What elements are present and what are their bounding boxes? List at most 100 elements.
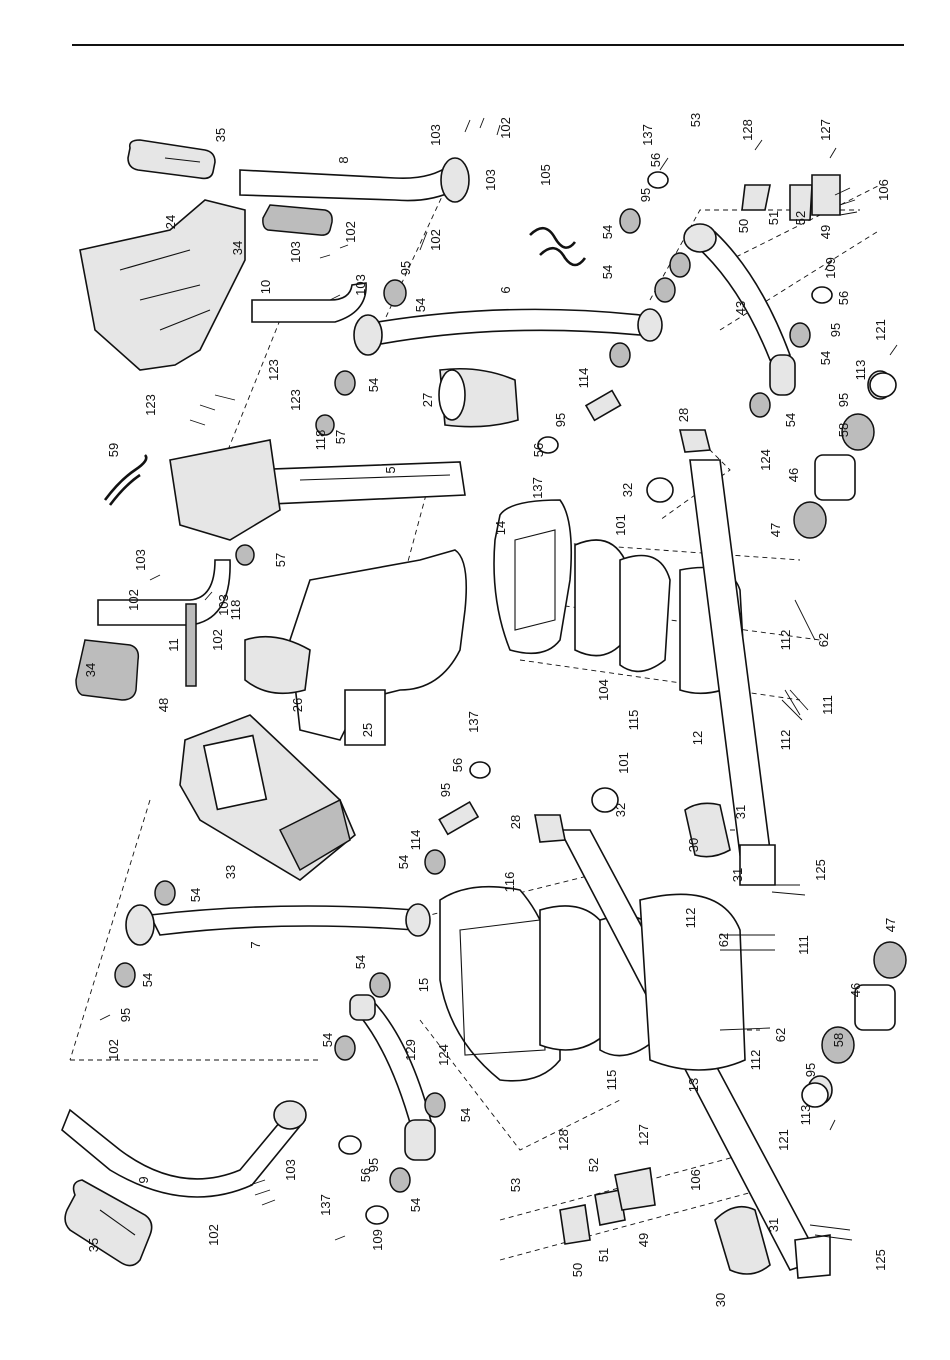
callout-129-107: 129	[403, 1039, 418, 1061]
part-48-axle	[185, 603, 197, 687]
callout-54-33: 54	[818, 351, 833, 365]
part-115-cover	[619, 554, 671, 673]
part-105-wire	[529, 226, 587, 267]
callout-28-85: 28	[508, 815, 523, 829]
callout-102-9: 102	[428, 229, 443, 251]
callout-121-34: 121	[873, 319, 888, 341]
callout-106-123: 106	[688, 1169, 703, 1191]
callout-24-5: 24	[163, 215, 178, 229]
callout-13-114: 13	[686, 1078, 701, 1092]
callout-51-24: 51	[766, 211, 781, 225]
part-28-cap-upper	[678, 429, 712, 453]
callout-52-122: 52	[586, 1158, 601, 1172]
part-26-ring	[244, 635, 311, 695]
part-26-25-frame-body	[289, 549, 468, 741]
callout-25-69: 25	[360, 723, 375, 737]
part-7-pedal-arm	[148, 905, 416, 936]
part-104-disc	[574, 539, 626, 657]
callout-109-127: 109	[370, 1229, 385, 1251]
callout-124-39: 124	[758, 449, 773, 471]
callout-53-124: 53	[508, 1178, 523, 1192]
callout-123-45: 123	[288, 389, 303, 411]
pedal-bracket-lower	[559, 1167, 656, 1245]
callout-137-78: 137	[466, 711, 481, 733]
callout-128-117: 128	[556, 1129, 571, 1151]
callout-105-14: 105	[538, 164, 553, 186]
callout-43-31: 43	[733, 301, 748, 315]
callout-112-105: 112	[748, 1050, 763, 1071]
part-6-pedal-arm	[358, 308, 641, 346]
callout-56-30: 56	[836, 291, 851, 305]
callout-28-55: 28	[676, 408, 691, 422]
callout-5-50: 5	[383, 466, 398, 473]
part-25-tube	[344, 689, 386, 746]
callout-46-40: 46	[786, 468, 801, 482]
callout-54-100: 54	[353, 955, 368, 969]
callout-32-84: 32	[613, 803, 628, 817]
callout-137-121: 137	[318, 1194, 333, 1216]
callout-115-110: 115	[604, 1070, 619, 1091]
callout-30-134: 30	[713, 1293, 728, 1307]
callout-49-26: 49	[818, 225, 833, 239]
part-24-shroud	[79, 199, 246, 371]
callout-102-60: 102	[126, 589, 141, 611]
part-11-arm	[97, 559, 231, 626]
callout-35-133: 35	[86, 1238, 101, 1252]
callout-27-49: 27	[420, 393, 435, 407]
part-5-bracket	[169, 439, 281, 541]
part-114-axle-lower	[438, 800, 480, 836]
callout-109-29: 109	[823, 257, 838, 279]
callout-95-93: 95	[118, 1008, 133, 1022]
callout-56-53: 56	[531, 443, 546, 457]
callout-114-51: 114	[576, 368, 591, 389]
callout-56-16: 56	[648, 153, 663, 167]
callout-57-47: 57	[333, 430, 348, 444]
callout-102-126: 102	[206, 1224, 221, 1246]
callout-12-76: 12	[690, 731, 705, 745]
callout-102-64: 102	[210, 629, 225, 651]
callout-103-59: 103	[133, 549, 148, 571]
callout-127-116: 127	[636, 1124, 651, 1146]
callout-102-3: 102	[498, 117, 513, 139]
callout-31-86: 31	[733, 805, 748, 819]
callout-58-38: 58	[836, 423, 851, 437]
callout-95-80: 95	[438, 783, 453, 797]
part-14-shroud	[493, 499, 572, 655]
callout-118-63: 118	[228, 600, 243, 621]
callout-127-21: 127	[818, 119, 833, 141]
callout-137-15: 137	[640, 124, 655, 146]
callout-137-54: 137	[530, 477, 545, 499]
callout-57-62: 57	[273, 553, 288, 567]
part-35-grip-lower	[64, 1179, 153, 1267]
callout-112-96: 112	[683, 908, 698, 929]
callout-54-27: 54	[600, 265, 615, 279]
part-plate-lower	[639, 893, 746, 1071]
callout-104-70: 104	[596, 679, 611, 701]
callout-54-13: 54	[413, 298, 428, 312]
callout-31-130: 31	[766, 1218, 781, 1232]
part-8-handlebar-upper	[239, 163, 456, 202]
callout-103-119: 103	[283, 1159, 298, 1181]
callout-56-79: 56	[450, 758, 465, 772]
part-30-stabilizer	[714, 1205, 771, 1275]
callout-53-19: 53	[688, 113, 703, 127]
part-43-arm	[693, 230, 792, 361]
callout-49-129: 49	[636, 1233, 651, 1247]
callout-118-46: 118	[313, 430, 328, 451]
callout-111-98: 111	[796, 935, 811, 955]
callout-15-101: 15	[416, 978, 431, 992]
callout-34-67: 34	[83, 663, 98, 677]
callout-106-22: 106	[876, 179, 891, 201]
part-34-pulse-grip-upper	[262, 204, 333, 236]
callout-54-106: 54	[320, 1033, 335, 1047]
callout-56-120: 56	[358, 1168, 373, 1182]
callout-102-8: 102	[343, 221, 358, 243]
callout-33-77: 33	[223, 865, 238, 879]
callout-50-23: 50	[736, 219, 751, 233]
callout-121-113: 121	[776, 1129, 791, 1151]
callout-125-89: 125	[813, 859, 828, 881]
wheel-assembly-lower	[807, 941, 907, 1105]
callout-103-11: 103	[353, 274, 368, 296]
callout-62-104: 62	[773, 1028, 788, 1042]
